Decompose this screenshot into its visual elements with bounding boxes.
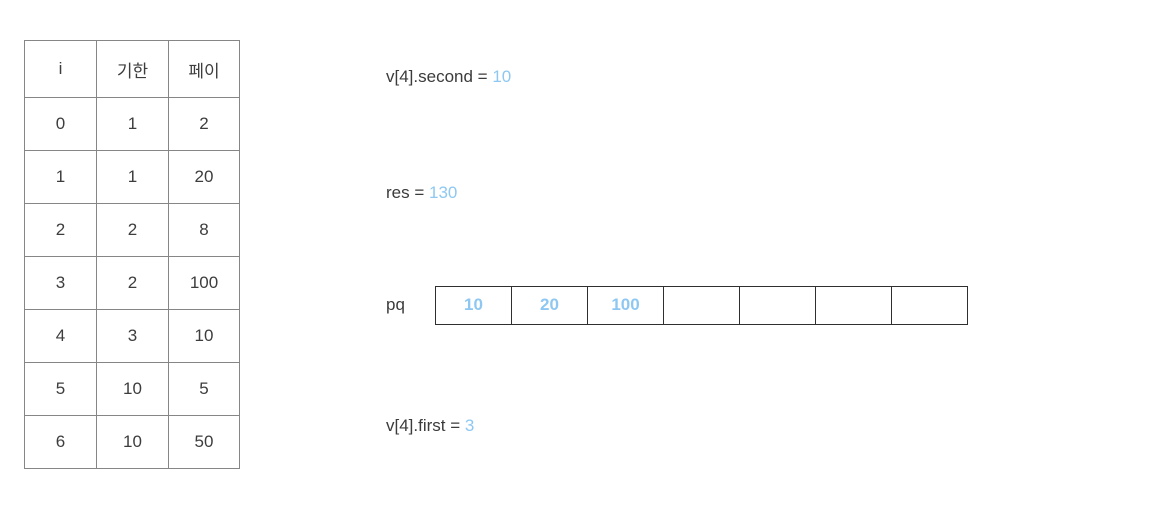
- cell-index: 1: [24, 150, 97, 204]
- pq-label: pq: [386, 295, 405, 314]
- pq-cell: 100: [588, 285, 664, 325]
- pq-cell: [664, 285, 740, 325]
- cell-pay: 100: [168, 256, 240, 310]
- priority-queue-visual: pq 10 20 100: [386, 285, 968, 325]
- schedule-table: i 기한 페이 0 1 2 1 1 20 2 2 8 3 2 100 4 3 1…: [24, 40, 240, 469]
- expression-equals: =: [409, 183, 429, 202]
- column-header-index: i: [24, 40, 97, 98]
- cell-deadline: 2: [96, 203, 169, 257]
- cell-deadline: 3: [96, 309, 169, 363]
- cell-deadline: 10: [96, 415, 169, 469]
- pq-cell: 10: [436, 285, 512, 325]
- column-header-pay: 페이: [168, 40, 240, 98]
- table-row: 6 10 50: [24, 415, 240, 469]
- cell-pay: 5: [168, 362, 240, 416]
- expression-equals: =: [445, 416, 465, 435]
- table-row: 1 1 20: [24, 150, 240, 204]
- column-header-deadline: 기한: [96, 40, 169, 98]
- expression-v4-first: v[4].first = 3: [386, 417, 474, 434]
- table-row: 4 3 10: [24, 309, 240, 363]
- cell-index: 2: [24, 203, 97, 257]
- table-row: 2 2 8: [24, 203, 240, 257]
- table-row: 5 10 5: [24, 362, 240, 416]
- pq-cell-row: 10 20 100: [435, 285, 968, 325]
- cell-pay: 8: [168, 203, 240, 257]
- pq-cell: [892, 285, 968, 325]
- expression-value: 130: [429, 183, 458, 202]
- cell-index: 6: [24, 415, 97, 469]
- cell-index: 0: [24, 97, 97, 151]
- pq-cell: [816, 285, 892, 325]
- cell-deadline: 2: [96, 256, 169, 310]
- table-header-row: i 기한 페이: [24, 40, 240, 98]
- expression-value: 3: [464, 416, 475, 435]
- cell-deadline: 1: [96, 97, 169, 151]
- expression-res: res = 130: [386, 184, 457, 201]
- cell-pay: 20: [168, 150, 240, 204]
- cell-index: 4: [24, 309, 97, 363]
- cell-deadline: 1: [96, 150, 169, 204]
- expression-v4-second: v[4].second = 10: [386, 68, 511, 85]
- cell-index: 5: [24, 362, 97, 416]
- pq-cell: 20: [512, 285, 588, 325]
- expression-name: v[4].second: [386, 67, 473, 86]
- table-row: 3 2 100: [24, 256, 240, 310]
- cell-deadline: 10: [96, 362, 169, 416]
- expression-name: res: [386, 183, 410, 202]
- expression-value: 10: [492, 67, 512, 86]
- cell-pay: 2: [168, 97, 240, 151]
- table-row: 0 1 2: [24, 97, 240, 151]
- cell-pay: 10: [168, 309, 240, 363]
- pq-cell: [740, 285, 816, 325]
- cell-index: 3: [24, 256, 97, 310]
- expression-equals: =: [472, 67, 493, 86]
- cell-pay: 50: [168, 415, 240, 469]
- expression-name: v[4].first: [386, 416, 446, 435]
